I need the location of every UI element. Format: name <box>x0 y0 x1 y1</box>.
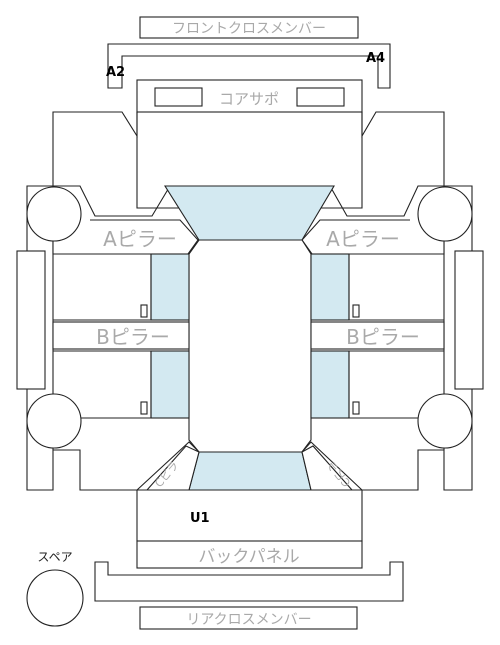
rear-window[interactable] <box>188 451 312 491</box>
a-pillar-right-label: Aピラー <box>326 227 400 251</box>
back-panel-label: バックパネル <box>198 547 299 567</box>
marker-a4: A4 <box>366 51 385 66</box>
marker-a2: A2 <box>106 65 125 80</box>
headlight-left[interactable] <box>154 87 203 107</box>
wheel-rear-left[interactable] <box>26 393 82 449</box>
rear-bumper-bracket[interactable] <box>94 561 404 602</box>
side-sill-left[interactable] <box>16 250 46 390</box>
door-handle-rear-left <box>140 401 148 415</box>
back-panel-box[interactable] <box>136 540 363 569</box>
a-pillar-left-box[interactable] <box>52 219 199 255</box>
wheel-front-left[interactable] <box>26 186 82 242</box>
core-support-label: コアサポ <box>219 90 279 108</box>
right-fender-line <box>329 185 444 217</box>
window-front-right[interactable] <box>310 253 350 321</box>
b-pillar-left-label: Bピラー <box>96 325 170 349</box>
front-cross-member-label: フロントクロスメンバー <box>172 21 326 37</box>
door-handle-front-left <box>140 304 148 318</box>
wheel-front-right[interactable] <box>417 186 473 242</box>
side-sill-right[interactable] <box>454 250 484 390</box>
a-pillar-left-label: Aピラー <box>103 227 177 251</box>
door-front-right[interactable] <box>348 253 444 321</box>
wheel-rear-right[interactable] <box>417 393 473 449</box>
door-handle-rear-right <box>352 401 360 415</box>
window-rear-right[interactable] <box>310 350 350 419</box>
window-front-left[interactable] <box>150 253 190 321</box>
b-pillar-right-label: Bピラー <box>346 325 420 349</box>
rear-cross-member-box[interactable] <box>139 606 358 630</box>
spare-tire[interactable] <box>26 569 84 627</box>
marker-u1: U1 <box>190 511 210 526</box>
b-pillar-right-box[interactable] <box>310 321 445 350</box>
headlight-right[interactable] <box>296 87 345 107</box>
door-rear-right[interactable] <box>348 350 444 419</box>
door-rear-left[interactable] <box>53 350 152 419</box>
front-cross-member-box[interactable] <box>139 16 359 39</box>
roof[interactable] <box>188 239 312 453</box>
window-rear-left[interactable] <box>150 350 190 419</box>
door-handle-front-right <box>352 304 360 318</box>
b-pillar-left-box[interactable] <box>52 321 190 350</box>
left-fender-line <box>53 185 171 217</box>
spare-label: スペア <box>37 550 72 564</box>
rear-cross-member-label: リアクロスメンバー <box>186 612 311 628</box>
front-bumper-bracket[interactable] <box>107 43 391 89</box>
door-front-left[interactable] <box>53 253 152 321</box>
